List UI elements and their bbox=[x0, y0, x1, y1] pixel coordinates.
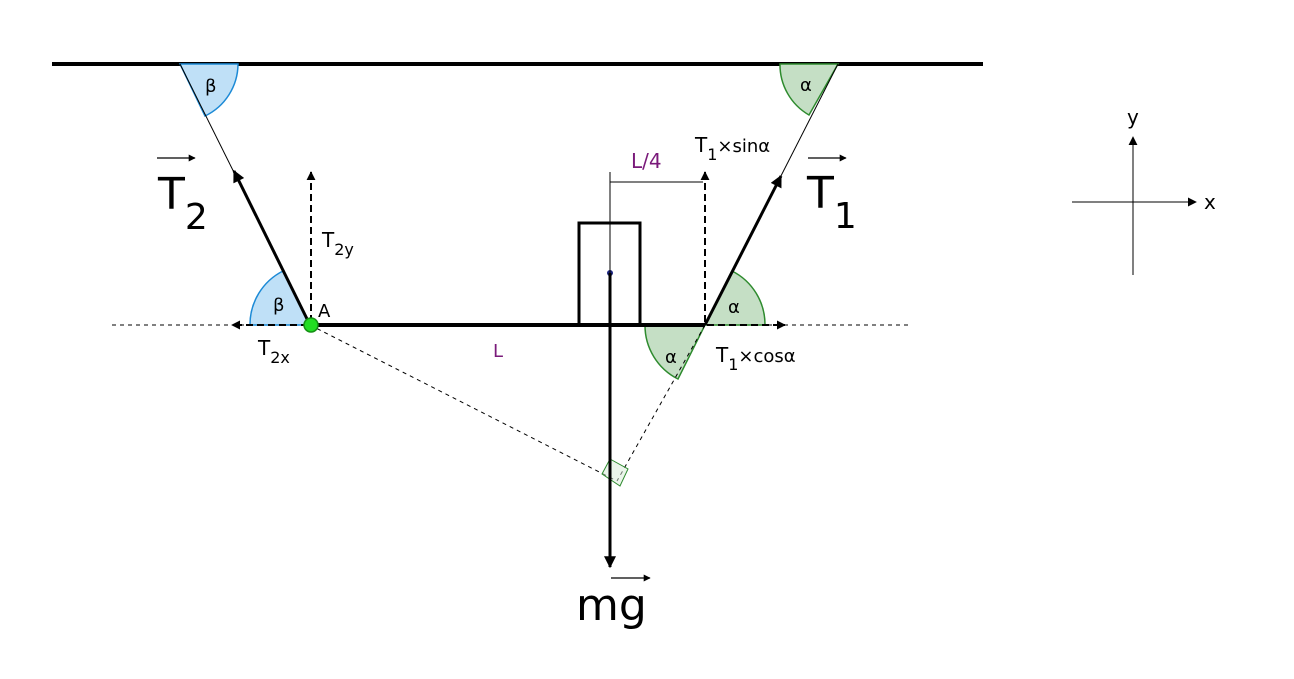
alpha-angle-lower bbox=[644, 324, 707, 381]
right-angle-mark bbox=[601, 458, 629, 487]
beta-label-beam: β bbox=[273, 295, 285, 316]
alpha-angle-beam bbox=[703, 269, 766, 326]
alpha-label-beam: α bbox=[728, 297, 740, 318]
length-L4-label: L/4 bbox=[631, 149, 662, 173]
alpha-label-lower: α bbox=[665, 347, 677, 368]
dashed-line-right-to-foot bbox=[616, 324, 706, 482]
T2y-label: T2y bbox=[321, 228, 354, 259]
T1-sin-label: T1×sinα bbox=[694, 133, 770, 164]
T2-label: T2 bbox=[157, 169, 208, 238]
beta-angle-beam bbox=[249, 269, 312, 326]
beta-label-ceiling: β bbox=[205, 76, 217, 97]
length-L-label: L bbox=[493, 341, 503, 362]
alpha-angle-ceiling bbox=[779, 63, 840, 117]
T2-arrow bbox=[232, 169, 312, 326]
pivot-point-A bbox=[303, 317, 319, 333]
axis-y-label: y bbox=[1127, 105, 1139, 129]
mg-label: mg bbox=[576, 580, 647, 631]
point-A-label: A bbox=[318, 301, 331, 322]
axis-x-label: x bbox=[1204, 190, 1216, 214]
T1-arrow bbox=[703, 174, 783, 326]
T1-cos-label: T1×cosα bbox=[715, 343, 796, 374]
alpha-label-ceiling: α bbox=[800, 75, 812, 96]
dashed-line-A-to-foot bbox=[309, 324, 616, 481]
beta-angle-ceiling bbox=[178, 63, 239, 117]
T1-label: T1 bbox=[806, 168, 857, 237]
T2x-label: T2x bbox=[257, 336, 290, 367]
